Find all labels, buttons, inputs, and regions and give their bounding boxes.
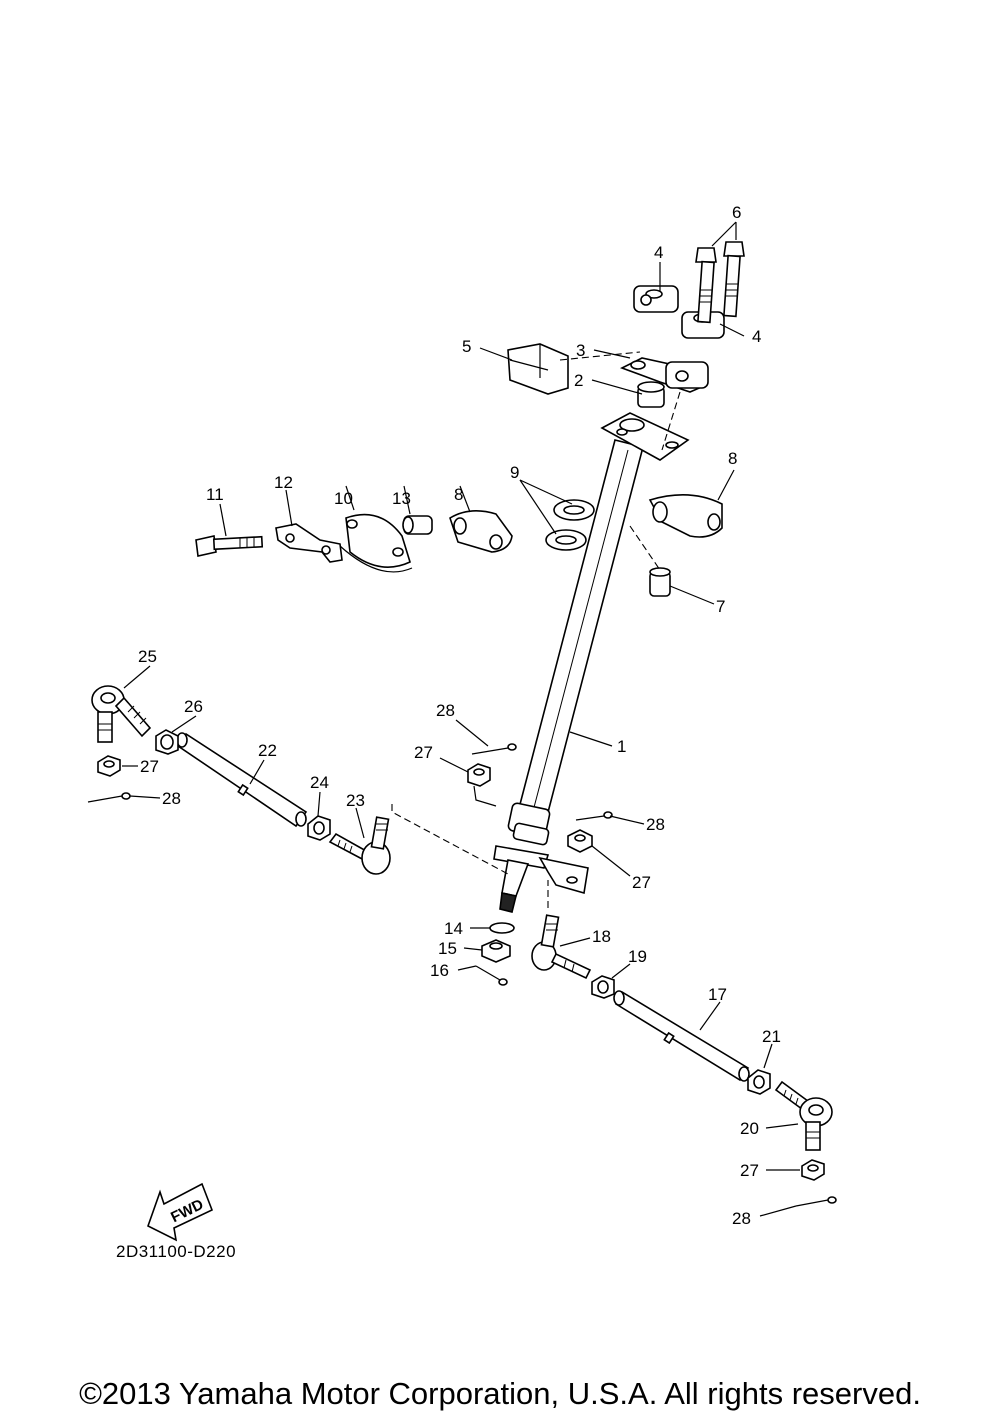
rubber-block-part-5 bbox=[507, 343, 569, 395]
washer-part-9 bbox=[545, 499, 595, 551]
callout-22: 22 bbox=[258, 741, 277, 760]
bushing-part-2 bbox=[637, 381, 665, 408]
callout-8-left: 8 bbox=[454, 485, 463, 504]
right-tie-rod-assembly bbox=[531, 914, 837, 1207]
nut-part-24 bbox=[307, 815, 331, 841]
callout-15: 15 bbox=[438, 939, 457, 958]
tie-rod-part-22 bbox=[176, 732, 308, 828]
callout-27-upper: 27 bbox=[414, 743, 433, 762]
callout-28-left: 28 bbox=[162, 789, 181, 808]
bracket-parts bbox=[195, 494, 723, 597]
callout-9: 9 bbox=[510, 463, 519, 482]
nut-part-19 bbox=[591, 975, 615, 999]
cotter-pin-part-28-right bbox=[575, 811, 613, 821]
nut-part-21 bbox=[747, 1069, 771, 1095]
callout-13: 13 bbox=[392, 489, 411, 508]
callout-5: 5 bbox=[462, 337, 471, 356]
tie-rod-end-part-18 bbox=[531, 914, 592, 980]
callout-19: 19 bbox=[628, 947, 647, 966]
callout-8-right: 8 bbox=[728, 449, 737, 468]
lock-plate-part-12 bbox=[275, 523, 343, 563]
callout-4-right: 4 bbox=[752, 327, 761, 346]
nut-part-26 bbox=[155, 729, 179, 755]
cotter-pin-part-16 bbox=[475, 965, 508, 986]
callout-17: 17 bbox=[708, 985, 727, 1004]
callout-20: 20 bbox=[740, 1119, 759, 1138]
callout-18: 18 bbox=[592, 927, 611, 946]
callout-3: 3 bbox=[576, 341, 585, 360]
callout-labels: 1 2 3 4 4 5 6 7 8 8 9 10 11 12 13 14 15 … bbox=[138, 203, 781, 1228]
callout-1: 1 bbox=[617, 737, 626, 756]
callout-4-top: 4 bbox=[654, 243, 663, 262]
callout-16: 16 bbox=[430, 961, 449, 980]
cotter-pin-part-28-upper bbox=[471, 743, 517, 755]
callout-25: 25 bbox=[138, 647, 157, 666]
lower-hardware bbox=[467, 743, 613, 986]
cotter-pin-part-28-lower bbox=[795, 1196, 837, 1207]
fwd-arrow-icon: FWD bbox=[147, 1182, 214, 1242]
callout-11: 11 bbox=[206, 485, 224, 504]
callout-27-lower: 27 bbox=[740, 1161, 759, 1180]
callout-7: 7 bbox=[716, 597, 725, 616]
washer-part-14 bbox=[489, 922, 515, 934]
callout-28-right: 28 bbox=[646, 815, 665, 834]
collar-part-7 bbox=[649, 567, 671, 597]
nut-part-27-right bbox=[567, 829, 593, 853]
bolt-part-11 bbox=[195, 535, 264, 557]
collar-part-13 bbox=[402, 515, 433, 535]
copyright-notice: ©2013 Yamaha Motor Corporation, U.S.A. A… bbox=[79, 1376, 921, 1411]
diagram-code: 2D31100-D220 bbox=[116, 1242, 237, 1261]
upper-clamp-parts bbox=[507, 241, 745, 451]
callout-12: 12 bbox=[274, 473, 293, 492]
callout-24: 24 bbox=[310, 773, 329, 792]
left-tie-rod-assembly bbox=[87, 685, 509, 875]
holder-part-8-left bbox=[449, 510, 513, 553]
nut-part-27-lower bbox=[801, 1159, 825, 1181]
tie-rod-end-part-20 bbox=[774, 1080, 833, 1151]
callout-28-upper: 28 bbox=[436, 701, 455, 720]
callout-27-right: 27 bbox=[632, 873, 651, 892]
tie-rod-end-part-23 bbox=[328, 816, 391, 875]
tie-rod-end-part-25 bbox=[91, 685, 152, 743]
holder-part-3 bbox=[619, 357, 709, 393]
callout-6: 6 bbox=[732, 203, 741, 222]
callout-26: 26 bbox=[184, 697, 203, 716]
steering-column-part bbox=[493, 412, 690, 913]
nut-part-27-left bbox=[97, 755, 121, 777]
nut-part-27-upper bbox=[467, 763, 491, 787]
callout-28-lower: 28 bbox=[732, 1209, 751, 1228]
callout-10: 10 bbox=[334, 489, 353, 508]
clamp-part-4-left bbox=[633, 285, 679, 313]
bolt-part-6-right bbox=[723, 241, 745, 318]
plate-part-10 bbox=[339, 513, 413, 573]
callout-2: 2 bbox=[574, 371, 583, 390]
callout-27-left: 27 bbox=[140, 757, 159, 776]
holder-part-8-right bbox=[648, 494, 723, 538]
leader-lines bbox=[122, 221, 800, 1217]
callout-21: 21 bbox=[762, 1027, 781, 1046]
callout-14: 14 bbox=[444, 919, 463, 938]
tie-rod-part-17 bbox=[613, 990, 750, 1082]
nut-part-15 bbox=[481, 939, 511, 963]
cotter-pin-part-28-left bbox=[87, 792, 131, 803]
bolt-part-6-left bbox=[695, 247, 717, 324]
callout-23: 23 bbox=[346, 791, 365, 810]
